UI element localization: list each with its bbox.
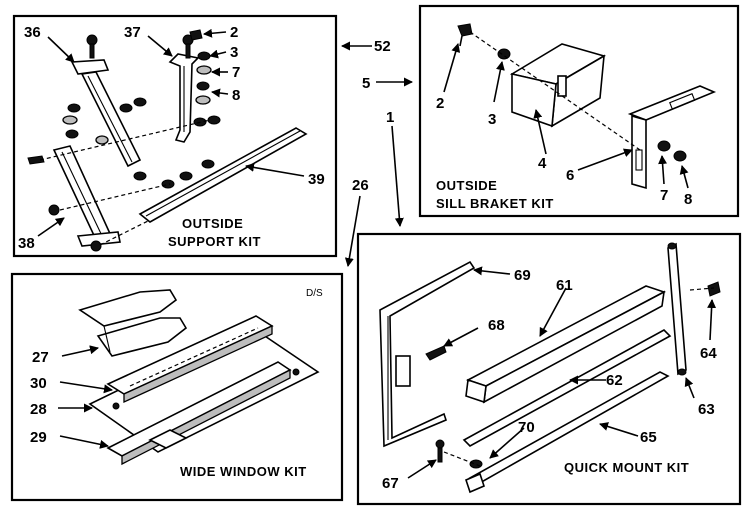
part-27-foam-seal — [78, 289, 188, 357]
quick-mount-kit-title: QUICK MOUNT KIT — [564, 460, 689, 475]
callout-7-sill: 7 — [660, 187, 668, 204]
part-36-bracket — [70, 34, 142, 168]
part-37-u-bracket — [168, 34, 200, 143]
callout-2-top: 2 — [230, 24, 238, 41]
outside-support-kit-title-2: SUPPORT KIT — [168, 234, 261, 249]
part-39-rail — [138, 127, 308, 223]
outside-support-kit-title-1: OUTSIDE — [182, 216, 243, 231]
part-29-bottom-rail — [106, 361, 292, 466]
part-38-bracket — [27, 145, 121, 252]
callout-36: 36 — [24, 24, 41, 41]
callout-27: 27 — [32, 349, 49, 366]
callout-8-top: 8 — [232, 87, 240, 104]
part-4-cover — [509, 43, 607, 128]
part-70-washer — [469, 459, 483, 469]
callout-67: 67 — [382, 475, 399, 492]
callout-4: 4 — [538, 155, 547, 172]
wide-window-kit-code: D/S — [306, 288, 323, 299]
part-3-washer — [497, 48, 511, 60]
part-63-rod — [667, 242, 687, 376]
fastener-stack-top — [189, 29, 221, 127]
callout-30: 30 — [30, 375, 47, 392]
callout-29: 29 — [30, 429, 47, 446]
outside-support-kit-panel: 36 37 2 3 7 8 52 39 38 OUTSIDE SUPPORT K… — [12, 14, 391, 258]
callout-8-sill: 8 — [684, 191, 692, 208]
callout-3-top: 3 — [230, 44, 238, 61]
callout-7-top: 7 — [232, 64, 240, 81]
callout-6: 6 — [566, 167, 574, 184]
callout-61: 61 — [556, 277, 573, 294]
wide-window-kit-title: WIDE WINDOW KIT — [180, 464, 307, 479]
callout-65: 65 — [640, 429, 657, 446]
outside-sill-bracket-kit-panel: 5 2 3 4 6 7 8 OUTSIDE SILL BRAKET KIT — [362, 4, 740, 218]
callout-69: 69 — [514, 267, 531, 284]
part-69-frame-gasket — [379, 260, 476, 448]
callout-38: 38 — [18, 235, 35, 252]
part-6-sill-bracket — [627, 85, 717, 190]
part-64-screw — [707, 281, 721, 297]
callout-3-sill: 3 — [488, 111, 496, 128]
part-68-screw — [395, 345, 447, 387]
part-61-angle — [465, 285, 667, 404]
wide-window-kit-panel: D/S 27 30 28 29 WIDE W — [10, 272, 344, 502]
part-65-strip — [465, 371, 670, 494]
sill-bracket-kit-title-2: SILL BRAKET KIT — [436, 196, 554, 211]
part-30-top-rail — [106, 315, 274, 404]
callout-52: 52 — [374, 38, 391, 55]
part-67-screw — [435, 439, 445, 463]
callout-63: 63 — [698, 401, 715, 418]
callout-26: 26 — [352, 177, 369, 194]
quick-mount-kit-panel: 69 68 61 62 64 63 70 65 67 QUICK MOUNT K… — [356, 232, 742, 506]
part-7-washer — [657, 140, 671, 152]
callout-64: 64 — [700, 345, 717, 362]
sill-bracket-kit-title-1: OUTSIDE — [436, 178, 497, 193]
callout-62: 62 — [606, 372, 623, 389]
callout-70: 70 — [518, 419, 535, 436]
callout-2-sill: 2 — [436, 95, 444, 112]
part-8-nut — [673, 150, 687, 162]
callout-1: 1 — [386, 109, 394, 126]
part-62-strip — [462, 329, 672, 447]
washer-cluster-left — [62, 97, 147, 181]
callout-39: 39 — [308, 171, 325, 188]
callout-37: 37 — [124, 24, 141, 41]
part-2-screw — [457, 23, 473, 47]
callout-28: 28 — [30, 401, 47, 418]
callout-5: 5 — [362, 75, 370, 92]
callout-68: 68 — [488, 317, 505, 334]
